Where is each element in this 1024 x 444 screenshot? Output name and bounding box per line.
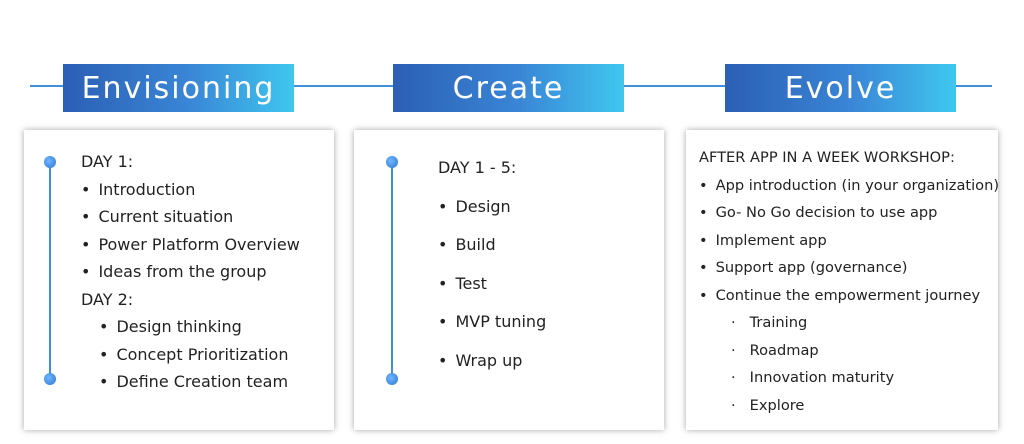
day-heading: DAY 1:: [81, 152, 134, 171]
day-heading: AFTER APP IN A WEEK WORKSHOP:: [699, 149, 955, 166]
list-item: Implement app: [699, 227, 999, 255]
list-item: Design: [438, 188, 546, 227]
sub-list-item: Roadmap: [699, 337, 999, 365]
phase-card-evolve: AFTER APP IN A WEEK WORKSHOP: App introdu…: [686, 130, 999, 430]
list-item: Concept Prioritization: [81, 341, 300, 369]
list-item: Current situation: [81, 203, 300, 231]
phase-content: AFTER APP IN A WEEK WORKSHOP: App introdu…: [699, 144, 999, 419]
timeline-end-dot: [386, 373, 398, 385]
list-item: Continue the empowerment journey: [699, 282, 999, 310]
phase-header-envisioning: Envisioning: [63, 64, 294, 112]
list-item: Build: [438, 226, 546, 265]
list-item: Power Platform Overview: [81, 231, 299, 259]
list-item: Test: [438, 265, 546, 304]
list-item: App introduction (in your organization): [699, 172, 999, 200]
timeline-end-dot: [44, 373, 56, 385]
timeline-rail: [49, 162, 51, 382]
sub-list-item: Innovation maturity: [699, 364, 999, 392]
phase-header-evolve: Evolve: [725, 64, 956, 112]
timeline-start-dot: [44, 156, 56, 168]
phase-card-envisioning: DAY 1: IntroductionCurrent situationPower…: [24, 130, 334, 430]
list-item: Support app (governance): [699, 254, 999, 282]
phase-content: DAY 1 - 5: DesignBuildTestMVP tuningWrap …: [438, 149, 546, 380]
phase-card-create: DAY 1 - 5: DesignBuildTestMVP tuningWrap …: [354, 130, 664, 430]
list-item: Define Creation team: [81, 368, 300, 396]
phase-header-create: Create: [393, 64, 624, 112]
timeline-start-dot: [386, 156, 398, 168]
list-item: Wrap up: [438, 342, 546, 381]
list-item: MVP tuning: [438, 303, 546, 342]
phase-content: DAY 1: IntroductionCurrent situationPower…: [81, 148, 300, 396]
list-item: Ideas from the group: [81, 258, 300, 286]
sub-list-item: Training: [699, 309, 999, 337]
list-item: Go- No Go decision to use app: [699, 199, 999, 227]
list-item: Introduction: [81, 176, 300, 204]
day-heading: DAY 1 - 5:: [438, 158, 517, 177]
sub-list-item: Explore: [699, 392, 999, 420]
list-item: Design thinking: [81, 313, 300, 341]
timeline-rail: [391, 162, 393, 382]
day-heading: DAY 2:: [81, 289, 134, 309]
